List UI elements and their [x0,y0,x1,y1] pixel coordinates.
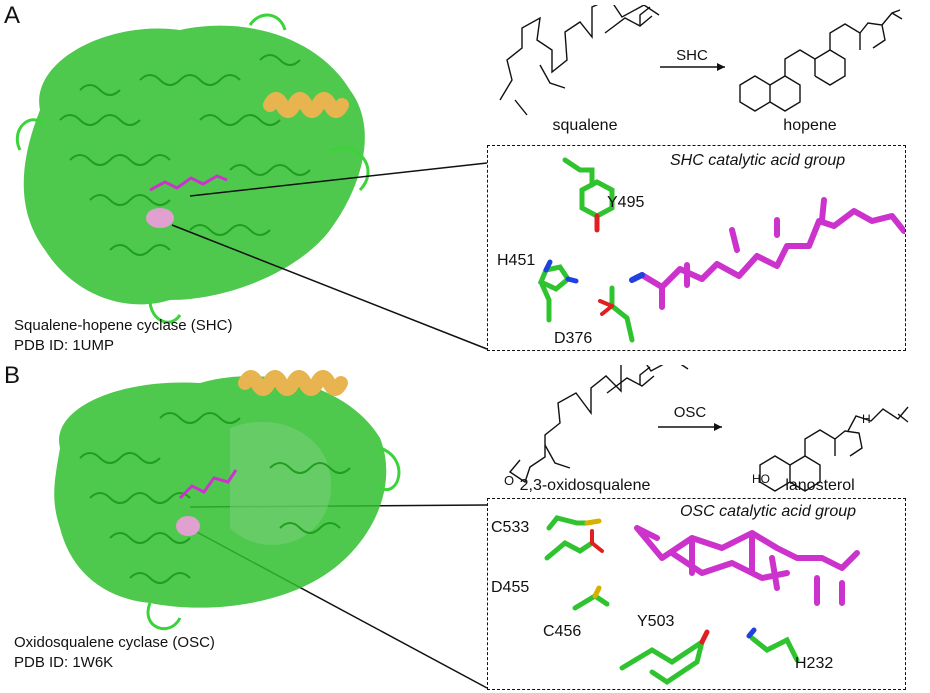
osc-protein-structure [54,370,401,631]
osc-protein-body [54,376,401,631]
osc-inset-box [487,498,906,690]
shc-caption-pdb: PDB ID: 1UMP [14,337,115,354]
osc-active-site [176,516,200,536]
residue-label-y495: Y495 [607,194,644,211]
residue-d455-model [544,529,604,561]
shc-yellow-helix [263,92,349,118]
squalene-label: squalene [553,117,618,134]
osc-caption-pdb: PDB ID: 1W6K [14,654,114,671]
residue-label-d376: D376 [554,330,592,347]
lanosterol-h-label: H [862,412,871,426]
oxirane-o-label: O [504,473,514,488]
osc-reaction-scheme: O OSC HO H 2,3-oxidosqualene lanosterol [504,365,909,494]
panel-b-letter: B [4,362,21,389]
lanosterol-structure [759,406,909,492]
residue-label-c533: C533 [491,519,529,536]
panel-a-letter: A [4,2,21,29]
shc-inset-box [487,145,906,351]
residue-y495-model [562,157,615,233]
residue-d376-model [598,285,635,343]
oxidosqualene-label: 2,3-oxidosqualene [520,477,651,494]
hopene-label: hopene [783,117,836,134]
shc-inset-title: SHC catalytic acid group [670,152,846,169]
osc-active-site-view: C533 D455 C456 Y503 H232 [491,515,860,686]
residue-c533-model [546,515,602,531]
residue-c456-model [572,585,610,611]
shc-caption-name: Squalene-hopene cyclase (SHC) [14,317,233,334]
oxidosqualene-structure [508,365,689,484]
squalene-structure [499,5,660,116]
residue-h451-model [537,259,579,323]
residue-y503-model [619,629,710,686]
residue-label-d455: D455 [491,579,529,596]
shc-protein-structure [15,13,370,324]
residue-label-y503: Y503 [637,613,674,630]
shc-arrow-label: SHC [676,47,708,64]
hopene-structure [739,9,903,112]
residue-h232-model [746,627,800,663]
osc-yellow-helix [238,370,348,396]
lanosterol-label: lanosterol [785,477,854,494]
shc-reaction-scheme: SHC squalene hopene [499,5,903,134]
osc-ligand-model [634,525,860,606]
lanosterol-ho-label: HO [752,472,770,486]
shc-active-site [146,208,174,228]
osc-ligand [178,469,238,500]
residue-label-h451: H451 [497,252,535,269]
shc-ligand-model [639,197,905,310]
residue-label-h232: H232 [795,655,833,672]
osc-inset-title: OSC catalytic acid group [680,503,857,520]
shc-ligand [149,174,228,192]
residue-label-c456: C456 [543,623,581,640]
osc-arrow-label: OSC [674,404,707,421]
shc-active-site-view: Y495 H451 D376 [497,157,905,347]
osc-caption-name: Oxidosqualene cyclase (OSC) [14,634,215,651]
